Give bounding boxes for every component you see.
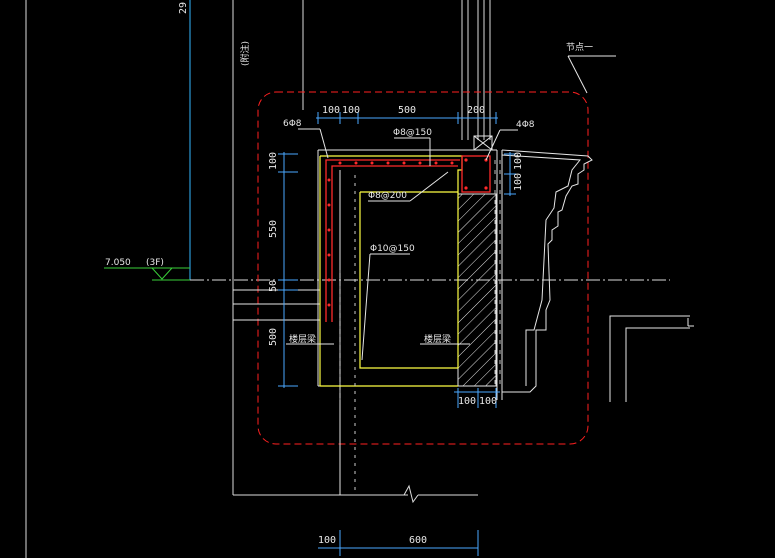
note-left: 楼层梁 [289, 333, 316, 345]
slab-lines [233, 289, 320, 321]
dim-bottom-small [454, 388, 500, 408]
dim-right-2: 100 [513, 173, 524, 191]
rotated-small-label: (附注) [239, 41, 251, 66]
grid-lines [25, 0, 491, 558]
callout-label: 节点一 [566, 42, 593, 53]
dim-top [316, 112, 498, 124]
elevation-floor: (3F) [146, 258, 164, 268]
dim-left-3: 50 [268, 280, 279, 292]
dim-right-1: 100 [513, 152, 524, 170]
rebar-leaders [286, 128, 518, 361]
elevation-value: 7.050 [105, 258, 131, 268]
rebar-label-right-corner: 4Φ8 [516, 120, 535, 130]
rebar-label-inner: Φ8@200 [368, 191, 407, 201]
dim-right [504, 152, 516, 196]
top-clipped-number: 29 [178, 2, 189, 14]
dim-left-1: 100 [268, 152, 279, 170]
dim-base [318, 530, 479, 556]
rebar-label-vertical: Φ10@150 [370, 244, 415, 254]
detail-callout: 节点一 [566, 42, 616, 94]
cornice-profile [501, 149, 593, 393]
dim-bottom-small-1: 100 [458, 396, 476, 407]
dim-left [278, 152, 298, 388]
dim-top-4: 200 [467, 105, 485, 116]
dim-top-2: 100 [342, 105, 360, 116]
beam-concrete-yellow [319, 155, 463, 387]
elevation-marker: 7.050 (3F) [104, 258, 190, 281]
detail-boundary [257, 91, 589, 445]
rebar-label-left-corner: 6Φ8 [283, 119, 302, 129]
cornice-profile-inner [501, 154, 581, 386]
dim-bottom-small-2: 100 [479, 396, 497, 407]
hatched-wall [457, 193, 497, 387]
right-slab [609, 315, 694, 402]
dim-base-1: 100 [318, 535, 336, 546]
note-right: 楼层梁 [424, 333, 451, 345]
inner-rebar-lines [339, 175, 356, 495]
dim-base-2: 600 [409, 535, 427, 546]
rebar-label-top-stirrup: Φ8@150 [393, 128, 432, 138]
dashed-wall-lines [494, 160, 501, 390]
red-rebar [325, 155, 491, 322]
dim-top-3: 500 [398, 105, 416, 116]
dim-left-4: 500 [268, 328, 279, 346]
dim-left-2: 550 [268, 220, 279, 238]
rebar-dots [327, 158, 488, 307]
anchor-blocks [473, 135, 493, 151]
break-line-symbol [403, 484, 419, 504]
dim-top-1: 100 [322, 105, 340, 116]
